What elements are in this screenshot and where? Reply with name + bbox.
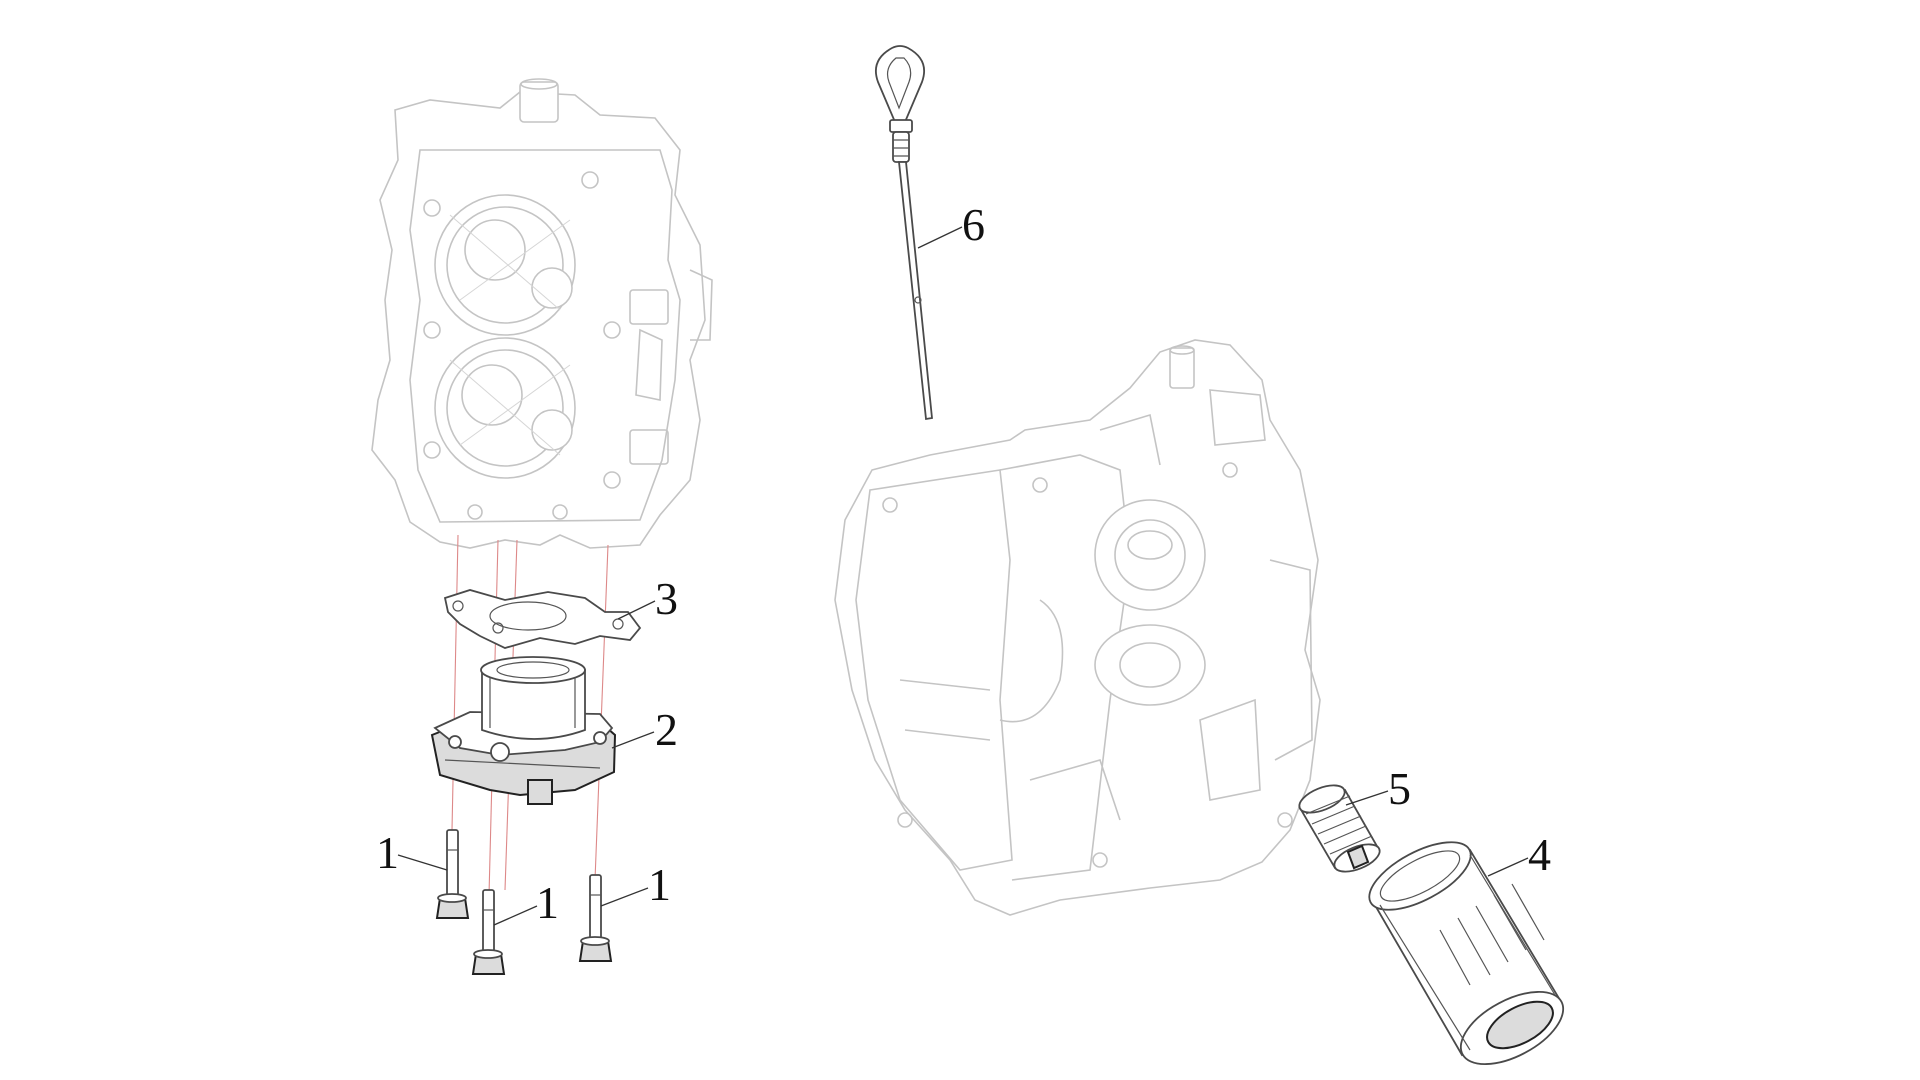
dipstick-part-6 [874, 45, 933, 421]
callout-1-left-bolt: 1 [376, 827, 399, 878]
threaded-nipple-part-5 [1298, 784, 1381, 873]
callout-1-middle-bolt: 1 [536, 877, 559, 928]
gasket-part-3 [443, 589, 642, 649]
leader-lines [397, 226, 1529, 926]
oil-filter-part-4 [1368, 841, 1565, 1065]
crankcase-context [834, 339, 1321, 916]
oil-pump-part-2 [430, 656, 617, 805]
cylinder-head-context [371, 78, 713, 549]
bolt-part-1-left [435, 829, 470, 919]
callout-5-threaded-nipple: 5 [1388, 763, 1411, 814]
callout-6-dipstick: 6 [962, 199, 985, 250]
bolt-part-1-middle [471, 889, 506, 975]
callout-1-right-bolt: 1 [648, 859, 671, 910]
callout-2-oil-pump: 2 [655, 704, 678, 755]
callout-3-gasket: 3 [655, 573, 678, 624]
bolt-part-1-right [578, 874, 613, 962]
callout-4-oil-filter: 4 [1528, 829, 1551, 880]
